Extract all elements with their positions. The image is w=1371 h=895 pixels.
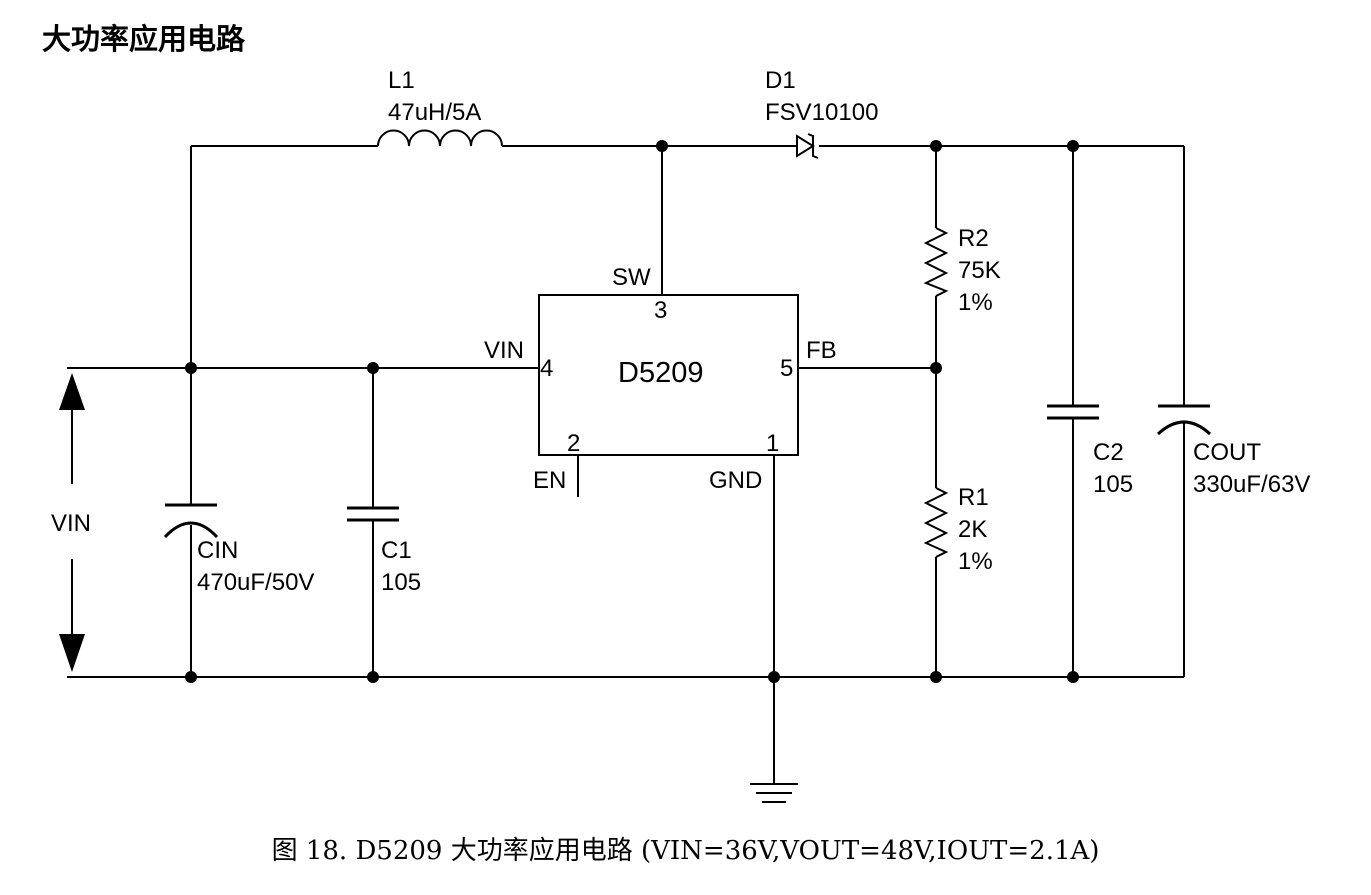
inductor-l1: L1 47uH/5A bbox=[377, 67, 503, 147]
cout-value: 330uF/63V bbox=[1193, 471, 1310, 498]
arrow-down-icon bbox=[59, 634, 85, 672]
r2-value: 75K bbox=[958, 257, 1001, 284]
d1-value: FSV10100 bbox=[765, 99, 878, 126]
pin-sw-label: SW bbox=[612, 264, 651, 291]
cin-ref: CIN bbox=[197, 537, 238, 564]
figure-caption: 图 18. D5209 大功率应用电路 (VIN=36V,VOUT=48V,IO… bbox=[271, 836, 1100, 866]
c2-value: 105 bbox=[1093, 471, 1133, 498]
diode-d1: D1 FSV10100 bbox=[765, 67, 878, 159]
resistor-r2: R2 75K 1% bbox=[923, 225, 1001, 316]
pin-fb-label: FB bbox=[806, 337, 837, 364]
capacitor-c2: C2 105 bbox=[1047, 404, 1133, 498]
l1-ref: L1 bbox=[388, 67, 415, 94]
wires bbox=[67, 145, 1185, 784]
capacitor-cin: CIN 470uF/50V bbox=[163, 503, 314, 596]
capacitor-cout: COUT 330uF/63V bbox=[1156, 404, 1310, 498]
ic-d5209: D5209 SW 3 VIN 4 FB 5 2 EN 1 GND bbox=[484, 264, 837, 494]
pin-sw-num: 3 bbox=[654, 297, 667, 324]
pin-en-label: EN bbox=[533, 467, 566, 494]
r1-tol: 1% bbox=[958, 548, 993, 575]
junction-dots bbox=[185, 140, 1079, 683]
r1-value: 2K bbox=[958, 516, 987, 543]
capacitor-c1: C1 105 bbox=[347, 506, 421, 596]
page-title: 大功率应用电路 bbox=[42, 22, 246, 56]
pin-en-num: 2 bbox=[567, 430, 580, 457]
arrow-up-icon bbox=[59, 373, 85, 410]
d1-ref: D1 bbox=[765, 67, 796, 94]
cin-value: 470uF/50V bbox=[197, 569, 314, 596]
c2-ref: C2 bbox=[1093, 439, 1124, 466]
vin-arrow-indicator: VIN bbox=[51, 373, 91, 672]
pin-vin-num: 4 bbox=[540, 355, 553, 382]
c1-ref: C1 bbox=[381, 537, 412, 564]
pin-fb-num: 5 bbox=[780, 355, 793, 382]
r2-ref: R2 bbox=[958, 225, 989, 252]
ground-icon bbox=[750, 783, 798, 803]
l1-value: 47uH/5A bbox=[388, 99, 481, 126]
pin-gnd-num: 1 bbox=[766, 430, 779, 457]
pin-vin-label: VIN bbox=[484, 337, 524, 364]
pin-gnd-label: GND bbox=[709, 467, 762, 494]
r1-ref: R1 bbox=[958, 484, 989, 511]
c1-value: 105 bbox=[381, 569, 421, 596]
r2-tol: 1% bbox=[958, 289, 993, 316]
ic-name: D5209 bbox=[618, 357, 703, 389]
resistor-r1: R1 2K 1% bbox=[923, 484, 993, 575]
cout-ref: COUT bbox=[1193, 439, 1261, 466]
input-voltage-label: VIN bbox=[51, 510, 91, 537]
